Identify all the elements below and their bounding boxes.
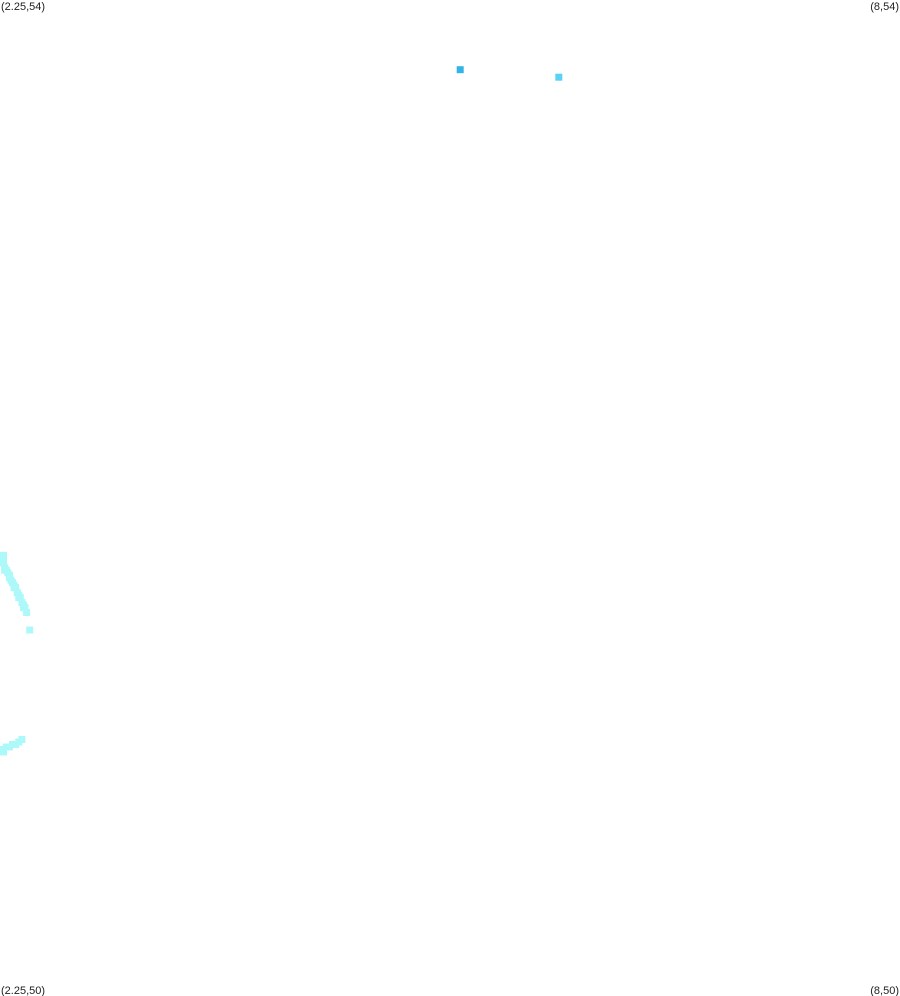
data-point <box>0 559 7 567</box>
data-point <box>20 604 27 612</box>
data-point <box>18 736 26 743</box>
data-point <box>26 626 34 634</box>
data-point <box>10 584 18 592</box>
corner-label-top-left: (2.25,54) <box>1 1 45 13</box>
data-point <box>15 594 23 602</box>
data-point <box>5 574 13 582</box>
data-point <box>23 609 31 616</box>
data-point <box>0 746 7 753</box>
data-point <box>1 566 9 574</box>
data-point <box>555 73 563 81</box>
data-point <box>0 551 7 559</box>
corner-label-bottom-right: (8,50) <box>870 985 899 996</box>
data-point <box>10 741 18 748</box>
corner-label-bottom-left: (2.25,50) <box>1 985 45 996</box>
corner-label-top-right: (8,54) <box>870 1 899 13</box>
data-point <box>4 743 12 751</box>
data-points <box>0 66 563 756</box>
data-point <box>456 66 464 74</box>
